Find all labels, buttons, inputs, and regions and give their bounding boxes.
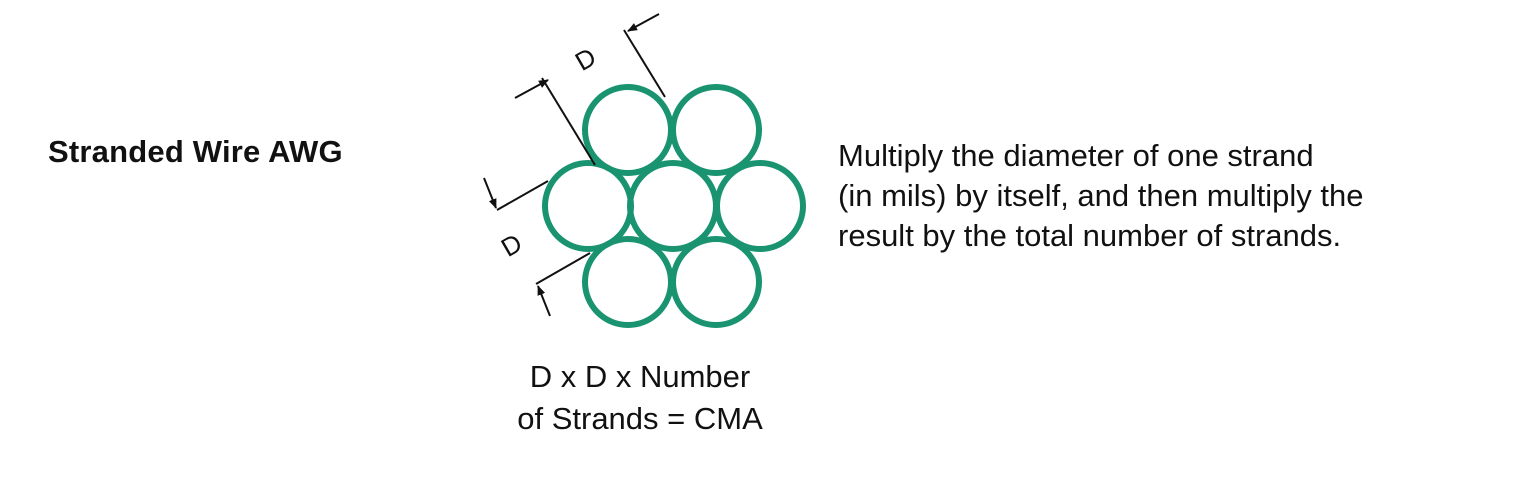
formula-text: D x D x Number of Strands = CMA <box>440 356 840 440</box>
description-line: result by the total number of strands. <box>838 218 1342 253</box>
dimension-label-left: D <box>496 227 527 262</box>
diagram-title: Stranded Wire AWG <box>48 134 343 169</box>
left-arrow-top <box>483 177 497 209</box>
top-extension-line-right <box>623 29 666 98</box>
left-arrow-bottom <box>537 285 551 317</box>
left-extension-line-bottom <box>535 252 591 285</box>
formula-line: of Strands = CMA <box>517 401 763 436</box>
strand-top-right <box>670 84 762 176</box>
top-arrow-left <box>514 79 549 99</box>
dimension-label-top: D <box>570 41 601 76</box>
strand-middle-left <box>542 160 634 252</box>
strand-top-left <box>582 84 674 176</box>
top-arrow-right <box>627 13 660 32</box>
strand-center <box>627 160 719 252</box>
strand-bottom-right <box>670 236 762 328</box>
description-line: Multiply the diameter of one strand <box>838 138 1314 173</box>
formula-line: D x D x Number <box>529 359 751 394</box>
description-text: Multiply the diameter of one strand (in … <box>838 136 1364 256</box>
top-extension-line-left <box>541 77 596 166</box>
strand-bottom-left <box>582 236 674 328</box>
left-extension-line-top <box>496 180 549 211</box>
strand-middle-right <box>714 160 806 252</box>
description-line: (in mils) by itself, and then multiply t… <box>838 178 1364 213</box>
